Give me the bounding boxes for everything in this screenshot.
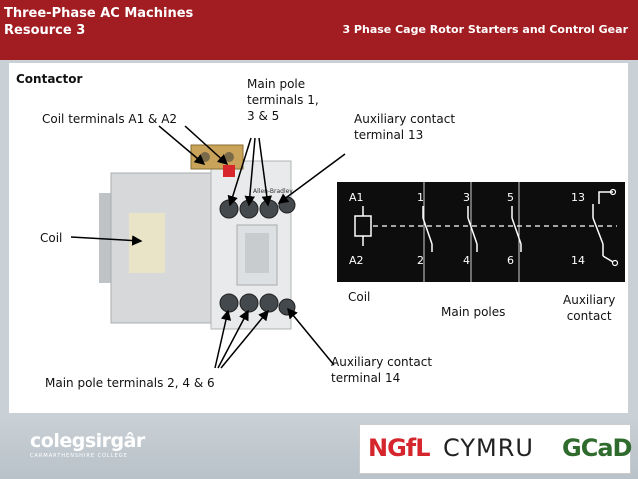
schematic-label-3: 3: [463, 191, 470, 204]
label-aux-13: Auxiliary contact terminal 13: [354, 111, 455, 143]
leader-main-5: [258, 137, 273, 207]
aux-contact: [592, 217, 604, 245]
brand-label: Allen-Bradley: [253, 188, 293, 195]
schematic-label-a2: A2: [349, 254, 364, 267]
college-logo-tag: CARMARTHENSHIRE COLLEGE: [30, 453, 128, 459]
college-logo: colegsirgâr CARMARTHENSHIRE COLLEGE: [30, 430, 145, 459]
label-aux-14-line2: terminal 14: [331, 371, 401, 385]
leader-main-3: [244, 137, 256, 207]
contactor-schematic: A1 1 3 5 13 A2 2 4 6 14: [337, 182, 625, 282]
schematic-caption-aux-line2: contact: [566, 309, 612, 323]
schematic-caption-main-poles: Main poles: [441, 305, 506, 319]
aux-slot: [245, 233, 269, 273]
aux-terminal-bottom: [611, 259, 619, 267]
label-main-pole-top: Main pole terminals 1, 3 & 5: [247, 76, 319, 124]
label-main-pole-top-line1: Main pole: [247, 77, 306, 91]
schematic-caption-coil: Coil: [348, 290, 371, 304]
label-coil-terminals: Coil terminals A1 & A2: [42, 112, 178, 126]
leader-main-6: [220, 309, 269, 369]
terminal-screw-6: [259, 293, 279, 313]
schematic-label-4: 4: [463, 254, 470, 267]
cymru-logo-text: CYMRU: [443, 434, 534, 462]
pole1-contact: [422, 217, 433, 245]
leader-main-4: [217, 309, 249, 369]
schematic-caption-aux-line1: Auxiliary: [563, 293, 616, 307]
label-main-pole-top-line2: terminals 1,: [247, 93, 319, 107]
label-main-pole-top-line3: 3 & 5: [247, 109, 280, 123]
aux-hook-bottom: [602, 255, 614, 263]
header-title: Three-Phase AC Machines Resource 3: [4, 5, 193, 39]
pole2-contact: [467, 217, 478, 245]
leader-coil-a2: [184, 125, 229, 166]
label-coil: Coil: [40, 231, 63, 245]
label-main-pole-bottom: Main pole terminals 2, 4 & 6: [45, 376, 215, 390]
label-aux-13-line1: Auxiliary contact: [354, 112, 456, 126]
schematic-label-13: 13: [571, 191, 585, 204]
ngfl-cymru-badge: NGfL CYMRU GCaD: [359, 424, 632, 474]
contactor-illustration: Allen-Bradley: [99, 144, 296, 330]
schematic-label-6: 6: [507, 254, 514, 267]
header-subtitle: 3 Phase Cage Rotor Starters and Control …: [342, 23, 628, 36]
ngfl-logo-text: NGfL: [368, 434, 431, 462]
leader-main-1: [227, 137, 252, 207]
header-title-line2: Resource 3: [4, 23, 86, 38]
gcad-logo-text: GCaD: [562, 434, 632, 462]
schematic-label-5: 5: [507, 191, 514, 204]
schematic-label-14: 14: [571, 254, 585, 267]
label-aux-14-line1: Auxiliary contact: [331, 355, 433, 369]
leader-lines: [70, 125, 346, 369]
diagram-heading: Contactor: [16, 72, 83, 86]
header-bar: Three-Phase AC Machines Resource 3 3 Pha…: [0, 0, 638, 60]
aux-hook-top: [598, 191, 613, 204]
coil-marker: [223, 165, 235, 177]
college-logo-name: colegsirgâr: [30, 430, 145, 452]
terminal-screw-4: [239, 293, 259, 313]
leader-aux-14: [287, 307, 335, 366]
pole3-contact: [511, 217, 522, 245]
slide-content: Allen-Bradley A1 1 3 5: [9, 63, 628, 413]
schematic-label-a1: A1: [349, 191, 364, 204]
schematic-label-1: 1: [417, 191, 424, 204]
aux-terminal-top: [609, 188, 617, 196]
footer-bar: colegsirgâr CARMARTHENSHIRE COLLEGE NGfL…: [0, 416, 638, 479]
label-aux-13-line2: terminal 13: [354, 128, 424, 142]
header-title-line1: Three-Phase AC Machines: [4, 6, 194, 21]
leader-coil-a1: [158, 125, 206, 165]
leader-aux-13: [277, 153, 346, 204]
schematic-caption-aux: Auxiliary contact: [563, 292, 615, 324]
schematic-label-2: 2: [417, 254, 424, 267]
label-aux-14: Auxiliary contact terminal 14: [331, 354, 432, 386]
leader-coil: [70, 235, 143, 246]
schematic-background: [337, 182, 625, 282]
leader-main-2: [214, 309, 232, 369]
